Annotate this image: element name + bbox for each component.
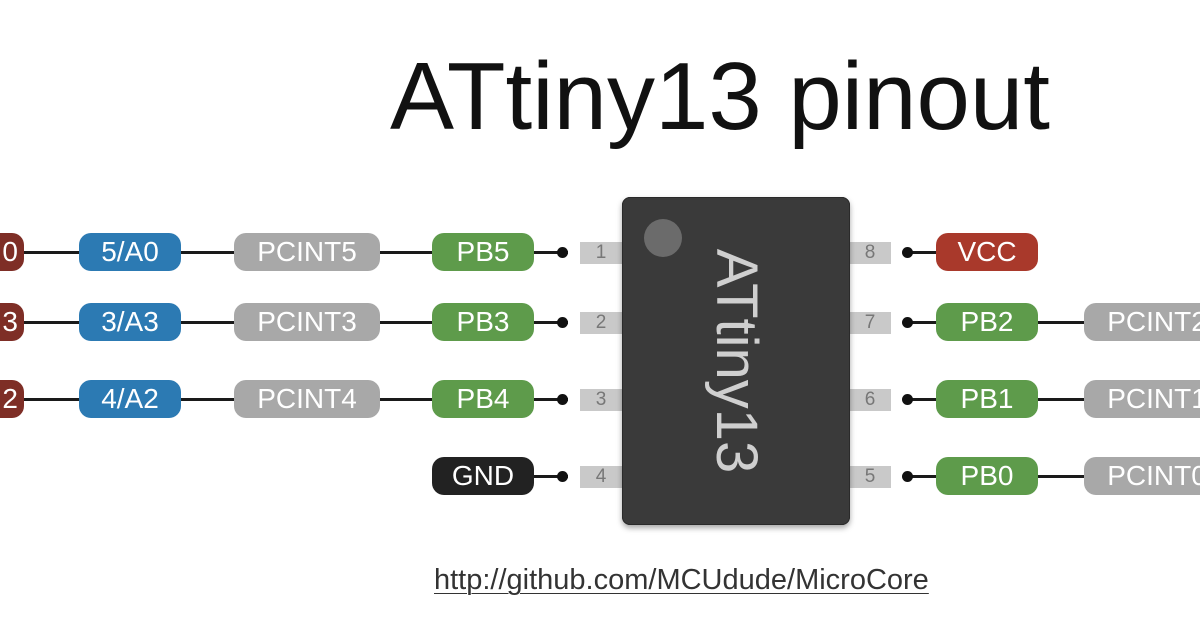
pin-number-7: 7 [849, 312, 891, 334]
chip-label-text: ATtiny13 [704, 248, 769, 474]
pin1-indicator-dot [644, 219, 682, 257]
pin-1-dot [557, 247, 568, 258]
pin-number-6: 6 [849, 389, 891, 411]
analog-pin-label: 5/A0 [79, 233, 181, 271]
chip-body: ATtiny13 [622, 197, 850, 525]
port-label: PB0 [936, 457, 1038, 495]
digital-pin-label: 3 [0, 303, 24, 341]
pin-2-dot [557, 317, 568, 328]
digital-pin-label: 0 [0, 233, 24, 271]
pin-number-3: 3 [580, 389, 622, 411]
wire-pin-8 [906, 251, 940, 254]
port-label: PB3 [432, 303, 534, 341]
analog-pin-label: 4/A2 [79, 380, 181, 418]
port-label: PB5 [432, 233, 534, 271]
pin-3-dot [557, 394, 568, 405]
pin-7-dot [902, 317, 913, 328]
wire-pin-7 [906, 321, 1200, 324]
pcint-label: PCINT0 [1084, 457, 1200, 495]
pin-number-1: 1 [580, 242, 622, 264]
wire-pin-6 [906, 398, 1200, 401]
pin-number-4: 4 [580, 466, 622, 488]
pcint-label: PCINT4 [234, 380, 380, 418]
pin-4-dot [557, 471, 568, 482]
analog-pin-label: 3/A3 [79, 303, 181, 341]
pin-number-8: 8 [849, 242, 891, 264]
port-label: PB2 [936, 303, 1038, 341]
wire-pin-5 [906, 475, 1200, 478]
port-label: PB4 [432, 380, 534, 418]
pcint-label: PCINT1 [1084, 380, 1200, 418]
pin-8-dot [902, 247, 913, 258]
digital-pin-label: 2 [0, 380, 24, 418]
pcint-label: PCINT5 [234, 233, 380, 271]
page-title: ATtiny13 pinout [390, 43, 1050, 150]
source-link[interactable]: http://github.com/MCUdude/MicroCore [434, 564, 929, 596]
port-label: PB1 [936, 380, 1038, 418]
pcint-label: PCINT3 [234, 303, 380, 341]
pcint-label: PCINT2 [1084, 303, 1200, 341]
ground-label: GND [432, 457, 534, 495]
wire-pin-4 [530, 475, 568, 478]
pin-5-dot [902, 471, 913, 482]
pin-number-2: 2 [580, 312, 622, 334]
pin-number-5: 5 [849, 466, 891, 488]
power-label: VCC [936, 233, 1038, 271]
pin-6-dot [902, 394, 913, 405]
